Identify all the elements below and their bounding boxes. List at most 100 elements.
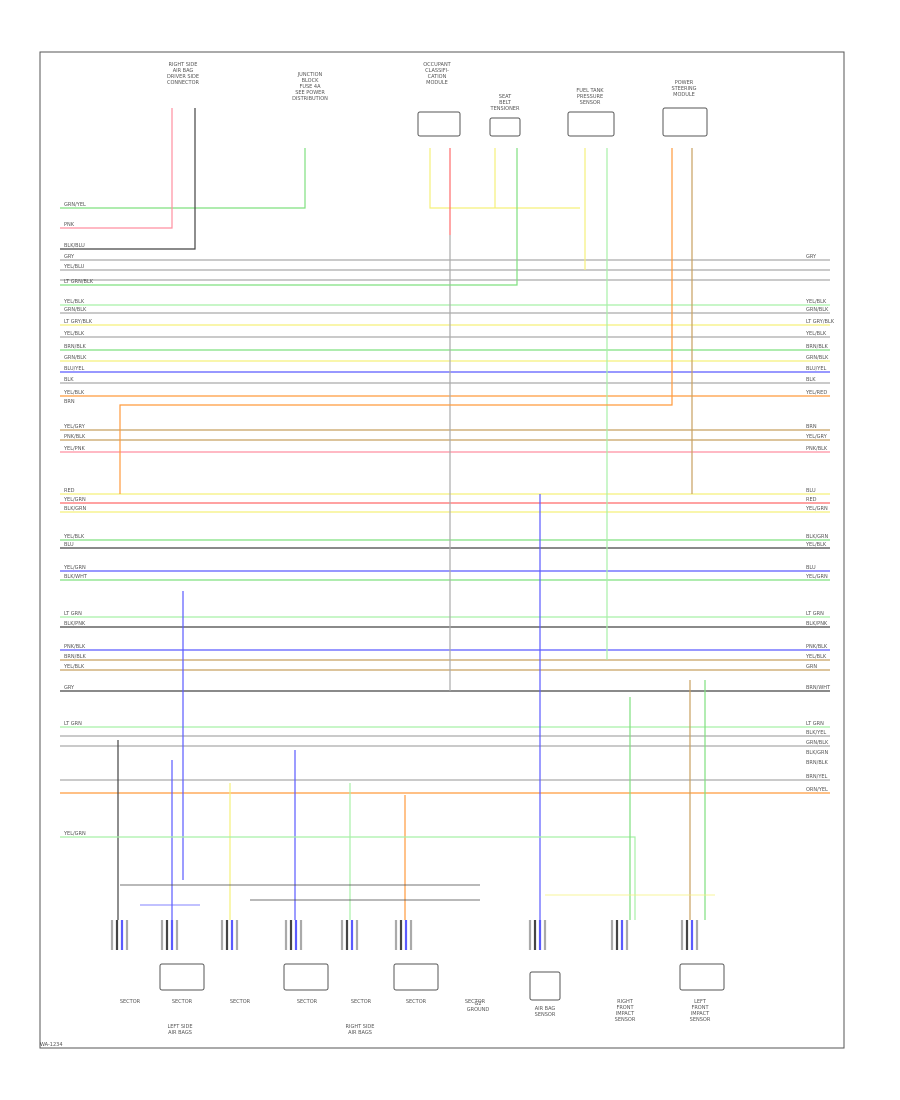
occupant-module-box bbox=[417, 111, 461, 137]
fuel-tank-label: FUEL TANK bbox=[576, 88, 604, 94]
right-front-impact-label: IMPACT bbox=[616, 1011, 635, 1017]
wire-label-left: YEL/BLK bbox=[63, 331, 85, 337]
power-steering-label: POWER bbox=[675, 80, 694, 86]
power-steering-label: STEERING bbox=[671, 86, 696, 92]
seatbelt-label: BELT bbox=[499, 100, 512, 106]
right-side-door-label: AIR BAG bbox=[173, 68, 194, 74]
junction-label: JUNCTION bbox=[297, 72, 323, 78]
wire-label-right: LT GRN bbox=[806, 721, 824, 727]
wire-label-right: BRN bbox=[806, 424, 817, 430]
wire-label-left: LT GRN bbox=[64, 721, 82, 727]
wire-label-left: YEL/GRY bbox=[63, 424, 86, 430]
wire-label-left: BLK/PNK bbox=[64, 621, 86, 627]
wire-label-right: BLU bbox=[806, 488, 816, 494]
wire-label-left: YEL/GRN bbox=[63, 831, 86, 837]
wire-label-left: GRY bbox=[64, 685, 75, 691]
junction-label: DISTRIBUTION bbox=[292, 96, 328, 102]
wire-label-left: RED bbox=[64, 488, 75, 494]
wire-label-left: GRN/BLK bbox=[64, 307, 87, 313]
ground-label: GROUND bbox=[467, 1007, 490, 1013]
wire-label-right: PNK/BLK bbox=[806, 446, 828, 452]
fuel-tank-sensor-box bbox=[567, 111, 615, 137]
sector-module-box bbox=[283, 963, 329, 991]
seatbelt-label: TENSIONER bbox=[490, 106, 520, 112]
wire-label-left: BRN/BLK bbox=[64, 654, 87, 660]
wire-label-left: GRY bbox=[64, 254, 75, 260]
power-steering-label: MODULE bbox=[673, 92, 695, 98]
left-side-group-label: LEFT SIDE bbox=[167, 1024, 192, 1030]
wire-label-left: YEL/BLK bbox=[63, 299, 85, 305]
ground-label: G2 bbox=[474, 1001, 481, 1007]
wire-label-left: YEL/GRN bbox=[63, 497, 86, 503]
wire-label-left: LT GRN bbox=[64, 611, 82, 617]
wire-label-right: GRN/BLK bbox=[806, 740, 829, 746]
wire-label-right: GRN bbox=[806, 664, 817, 670]
seatbelt-label: SEAT bbox=[499, 94, 512, 100]
left-side-group-label: AIR BAGS bbox=[168, 1030, 192, 1036]
right-side-group-label: AIR BAGS bbox=[348, 1030, 372, 1036]
wire-label-right: BLU/YEL bbox=[806, 366, 827, 372]
right-side-door-label: CONNECTOR bbox=[167, 80, 200, 86]
wire-label-left: LT GRN/BLK bbox=[64, 279, 94, 285]
wire-label-right: BLK/PNK bbox=[806, 621, 828, 627]
wire-label-right: BLK/GRN bbox=[806, 750, 829, 756]
right-front-impact-label: RIGHT bbox=[617, 999, 634, 1005]
wire-layer bbox=[60, 108, 830, 940]
wire-blk-blu bbox=[60, 108, 196, 250]
wire-label-left: GRN/BLK bbox=[64, 355, 87, 361]
sector-label: SECTOR bbox=[120, 999, 141, 1005]
wire-grn-yel bbox=[60, 148, 306, 209]
wire-label-left: YEL/BLK bbox=[63, 534, 85, 540]
wire-label-left: PNK/BLK bbox=[64, 434, 86, 440]
wire-label-right: PNK/BLK bbox=[806, 644, 828, 650]
sector-module-box bbox=[679, 963, 725, 991]
wire-label-right: BRN/YEL bbox=[806, 774, 828, 780]
wire-label-right: YEL/GRY bbox=[805, 434, 828, 440]
wire-label-right: BLK/GRN bbox=[806, 534, 829, 540]
wire-label-left: YEL/BLK bbox=[63, 664, 85, 670]
wire-label-right: RED bbox=[806, 497, 817, 503]
sector-label: SECTOR bbox=[406, 999, 427, 1005]
junction-label: BLOCK bbox=[302, 78, 319, 84]
wire-label-right: YEL/GRN bbox=[805, 506, 828, 512]
pressure-sensor-label: SENSOR bbox=[535, 1012, 556, 1018]
wire-ps-orn bbox=[119, 148, 673, 494]
wire-label-left: PNK/BLK bbox=[64, 644, 86, 650]
wire-label-right: BRN/BLK bbox=[806, 760, 829, 766]
left-front-impact-label: SENSOR bbox=[690, 1017, 711, 1023]
wire-label-right: GRN/BLK bbox=[806, 307, 829, 313]
wire-label-left: BLU/YEL bbox=[64, 366, 85, 372]
wire-label-right: LT GRN bbox=[806, 611, 824, 617]
wire-pnk bbox=[60, 108, 173, 229]
right-side-door-label: RIGHT SIDE bbox=[169, 62, 198, 68]
wire-label-right: GRN/BLK bbox=[806, 355, 829, 361]
wire-label-right: GRY bbox=[806, 254, 817, 260]
occupant-label: MODULE bbox=[426, 80, 448, 86]
fuel-tank-label: SENSOR bbox=[580, 100, 601, 106]
sector-module-box bbox=[393, 963, 439, 991]
wire-belt-grn bbox=[60, 148, 518, 286]
right-side-door-label: DRIVER SIDE bbox=[167, 74, 199, 80]
pressure-sensor-label: AIR BAG bbox=[535, 1006, 556, 1012]
wire-label-left: BLK/GRN bbox=[64, 506, 87, 512]
wire-label-right: BRN/BLK bbox=[806, 344, 829, 350]
sector-label: SECTOR bbox=[351, 999, 372, 1005]
junction-label: FUSE 4A bbox=[299, 84, 321, 90]
wire-label-right: LT GRY/BLK bbox=[806, 319, 835, 325]
right-front-impact-label: SENSOR bbox=[615, 1017, 636, 1023]
wire-label-right: ORN/YEL bbox=[806, 787, 828, 793]
power-steering-module-box bbox=[662, 107, 708, 137]
wire-label-right: YEL/BLK bbox=[805, 542, 827, 548]
wire-label-left: YEL/BLU bbox=[63, 264, 85, 270]
wire-label-left: YEL/BLK bbox=[63, 390, 85, 396]
footer-code: WA-1234 bbox=[40, 1042, 63, 1048]
right-front-impact-label: FRONT bbox=[616, 1005, 634, 1011]
wire-label-right: YEL/BLK bbox=[805, 654, 827, 660]
junction-label: SEE POWER bbox=[295, 90, 325, 96]
right-side-group-label: RIGHT SIDE bbox=[346, 1024, 375, 1030]
wire-label-left: PNK bbox=[64, 222, 75, 228]
left-front-impact-label: LEFT bbox=[694, 999, 707, 1005]
wire-label-left: BRN/BLK bbox=[64, 344, 87, 350]
